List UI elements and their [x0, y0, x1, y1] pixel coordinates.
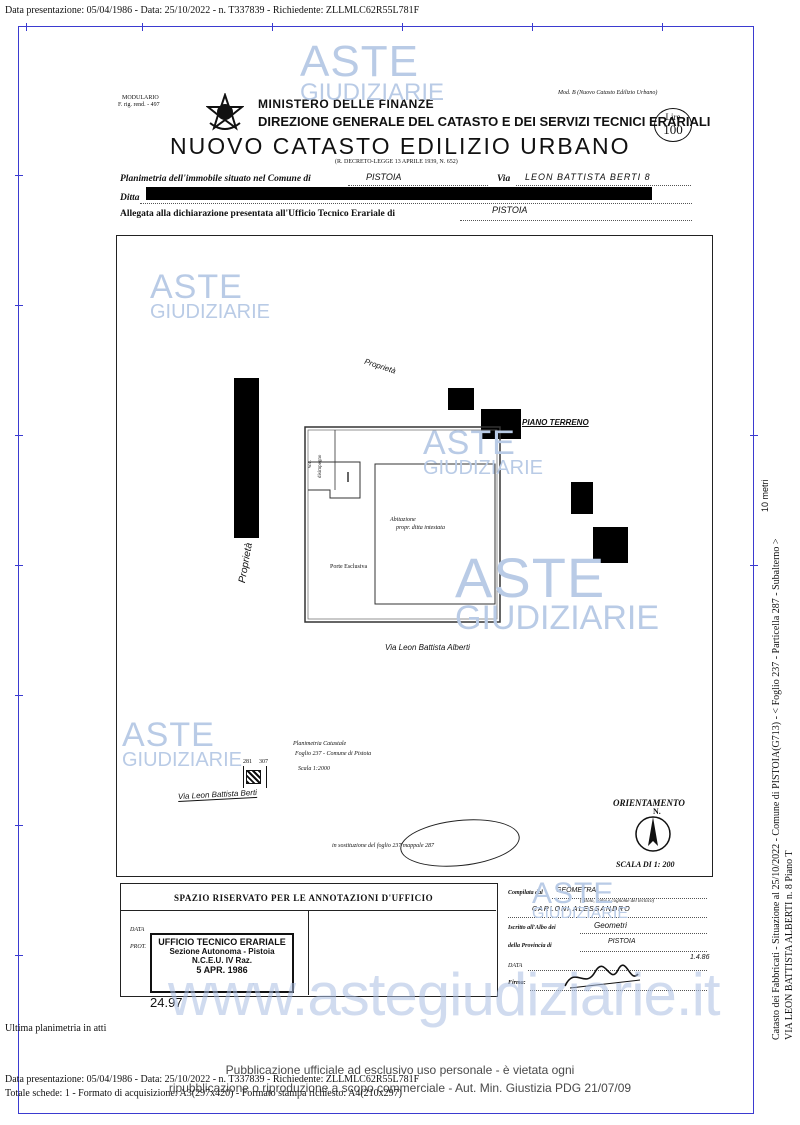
price-value: 100 [663, 122, 683, 137]
via-label: Via [497, 174, 511, 184]
floor-label: PIANO TERRENO [522, 418, 589, 427]
compiler-name: CARLONI ALESSANDRO [532, 906, 631, 913]
floor-plan [304, 426, 501, 623]
stamp-line-2: Sezione Autonoma - Pistoia [169, 947, 275, 956]
provincia-value: PISTOIA [608, 938, 636, 945]
plot-b: 307 [259, 759, 268, 765]
plan-foglio: Foglio 237 - Comune di Pistoia [295, 751, 372, 757]
north-arrow-icon [633, 814, 673, 854]
room-main-label: Abitazione [390, 517, 416, 523]
plot-a: 281 [243, 759, 252, 765]
aste-watermark-title: ASTE [300, 37, 419, 86]
office-stamp: UFFICIO TECNICO ERARIALE Sezione Autonom… [150, 933, 294, 993]
aste-watermark-sub: GIUDIZIARIE [423, 456, 544, 479]
aste-watermark-sub: GIUDIZIARIE [532, 905, 629, 922]
republic-emblem-icon [205, 91, 245, 133]
signature-mark [564, 964, 641, 989]
side-address-line: VIA LEON BATTISTA ALBERTI n. 8 Piano T [784, 850, 795, 1040]
ministry-name: MINISTERO DELLE FINANZE [258, 97, 435, 111]
scale-label: SCALA DI 1: 200 [616, 860, 675, 869]
aste-watermark-sub: GIUDIZIARIE [150, 300, 271, 323]
redacted-block [448, 388, 474, 410]
aste-watermark: ASTE GIUDIZIARIE [423, 424, 544, 479]
stamp-line-1: UFFICIO TECNICO ERARIALE [158, 937, 286, 947]
via-value: LEON BATTISTA BERTI 8 [525, 172, 651, 182]
aste-watermark-sub: GIUDIZIARIE [455, 599, 660, 638]
stamp-line-3: N.C.E.U. IV Raz. [191, 956, 252, 965]
last-plan-label: Ultima planimetria in atti [5, 1023, 107, 1034]
office-box [120, 883, 498, 997]
stamp-date: 5 APR. 1986 [196, 965, 248, 975]
drawing-area [116, 235, 713, 877]
compiler-title: GEOMETRA [556, 887, 597, 894]
office-prot-label: PROT. [130, 944, 147, 950]
room-small-a: w.c. [308, 459, 313, 468]
aste-watermark-title: ASTE [455, 546, 606, 609]
aste-watermark: ASTE GIUDIZIARIE [122, 716, 243, 771]
notice-line-2: ripubblicazione o riproduzione a scopo c… [168, 1081, 632, 1095]
modulario-code: F. rig. rend. - 497 [118, 102, 160, 108]
street-label: Via Leon Battista Alberti [385, 643, 470, 652]
compilata-label: Compilata dal [508, 890, 543, 896]
albo-value: Geometri [594, 921, 627, 930]
aste-watermark-sub: GIUDIZIARIE [122, 748, 243, 771]
compiler-hint: (Titolo, nome e cognome del tecnico) [580, 899, 655, 904]
redacted-owner [146, 187, 652, 200]
aste-watermark-sub: GIUDIZIARIE [300, 78, 445, 106]
side-cadastre-line: Catasto dei Fabbricati - Situazione al 2… [771, 538, 782, 1040]
aste-watermark: ASTE GIUDIZIARIE [532, 877, 629, 922]
footer-line-2: Totale schede: 1 - Formato di acquisizio… [5, 1088, 402, 1099]
modulario-label: MODULARIO [122, 95, 159, 101]
aste-watermark-title: ASTE [150, 268, 243, 306]
office-date-label: DATA [130, 927, 145, 933]
room-main-sub: propr. ditta intestata [396, 525, 445, 531]
north-label: N. [653, 807, 661, 816]
price-stamp: Lire 100 [654, 108, 692, 142]
allegata-label: Allegata alla dichiarazione presentata a… [120, 209, 396, 219]
site-watermark: www.astegiudiziarie.it [168, 961, 721, 1028]
aste-watermark-title: ASTE [122, 716, 215, 754]
aste-watermark-title: ASTE [423, 424, 516, 462]
direction-name: DIREZIONE GENERALE DEL CATASTO E DEI SER… [258, 114, 711, 129]
aste-watermark: ASTE GIUDIZIARIE [300, 37, 445, 106]
mod-label: Mod. B (Nuovo Catasto Edilizio Urbano) [558, 90, 658, 96]
presentation-header: Data presentazione: 05/04/1986 - Data: 2… [5, 5, 420, 16]
scale-bar-label: 10 metri [760, 479, 770, 512]
firma-label: Firma: [508, 980, 526, 986]
redacted-block [593, 527, 628, 563]
iscritto-label: Iscritto all'Albo dei [508, 925, 556, 931]
plot-boundary [243, 766, 267, 788]
ufficio-value: PISTOIA [492, 205, 528, 215]
aste-watermark: ASTE GIUDIZIARIE [150, 268, 271, 323]
ditta-label: Ditta [120, 193, 140, 203]
compiler-date-label: DATA [508, 963, 523, 969]
office-reserved-label: SPAZIO RISERVATO PER LE ANNOTAZIONI D'UF… [174, 893, 434, 903]
plan-scale: Scala 1:2000 [298, 766, 330, 772]
decree-label: (R. DECRETO-LEGGE 13 APRILE 1939, N. 652… [335, 159, 458, 165]
page-frame [15, 23, 758, 1114]
room-small-b: disimpegno [318, 454, 323, 478]
porta-label: Porte Esclusiva [330, 564, 368, 570]
compiler-date: 1.4.86 [690, 954, 710, 961]
provincia-label: della Provincia di [508, 943, 552, 949]
notice-line-1: Pubblicazione ufficiale ad esclusivo uso… [225, 1063, 575, 1077]
form-title: NUOVO CATASTO EDILIZIO URBANO [170, 133, 631, 159]
aste-watermark: ASTE GIUDIZIARIE [455, 546, 660, 638]
substitution-note: in sostituzione del foglio 237 mappale 2… [332, 843, 434, 849]
plan-title: Planimetria Catastale [293, 741, 347, 747]
aste-watermark-title: ASTE [532, 877, 615, 910]
price-currency: Lire [665, 112, 681, 122]
planimetry-label: Planimetria dell'immobile situato nel Co… [120, 174, 311, 184]
orientation-label: ORIENTAMENTO [613, 798, 685, 808]
redacted-block [234, 378, 259, 538]
plot-marker [246, 770, 261, 784]
footer-line-1: Data presentazione: 05/04/1986 - Data: 2… [5, 1074, 420, 1085]
redacted-block [571, 482, 593, 514]
redacted-block [481, 409, 521, 439]
comune-value: PISTOIA [366, 172, 402, 182]
stamp-bottom: 24.97 [150, 995, 183, 1010]
